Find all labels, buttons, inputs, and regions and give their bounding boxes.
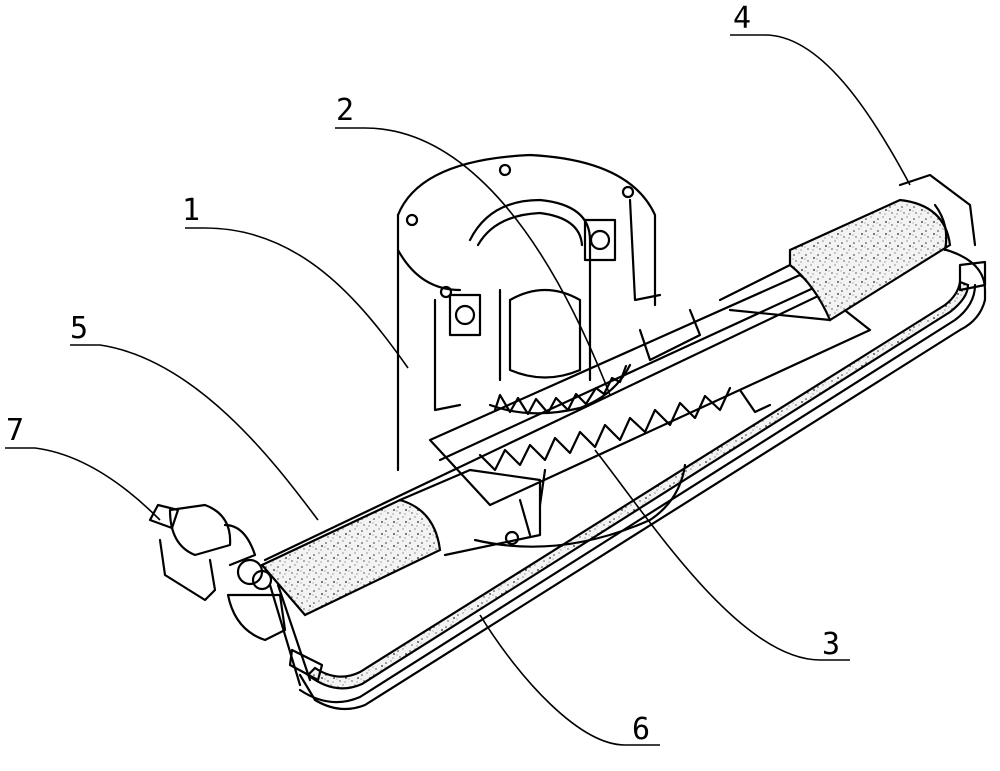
callout-label-6: 6 (632, 712, 651, 747)
left-foam-block (260, 468, 542, 617)
leader-6 (479, 614, 660, 746)
callout-label-1: 1 (182, 193, 201, 228)
callout-label-7: 7 (6, 413, 25, 448)
leader-7 (5, 447, 161, 521)
right-foam-block (718, 173, 987, 322)
cylinder-body (396, 153, 687, 548)
leader-2 (335, 127, 611, 396)
end-fitting (148, 503, 324, 687)
leader-5 (70, 344, 319, 521)
callout-label-5: 5 (70, 311, 89, 346)
leader-lines (5, 34, 911, 746)
leader-1 (185, 227, 409, 369)
outer-shell (263, 243, 987, 711)
callout-label-3: 3 (822, 627, 841, 662)
leader-3 (594, 449, 850, 661)
callout-label-4: 4 (733, 1, 752, 36)
rack-and-gear (428, 273, 872, 507)
callout-label-2: 2 (336, 93, 355, 128)
leader-4 (730, 34, 911, 186)
